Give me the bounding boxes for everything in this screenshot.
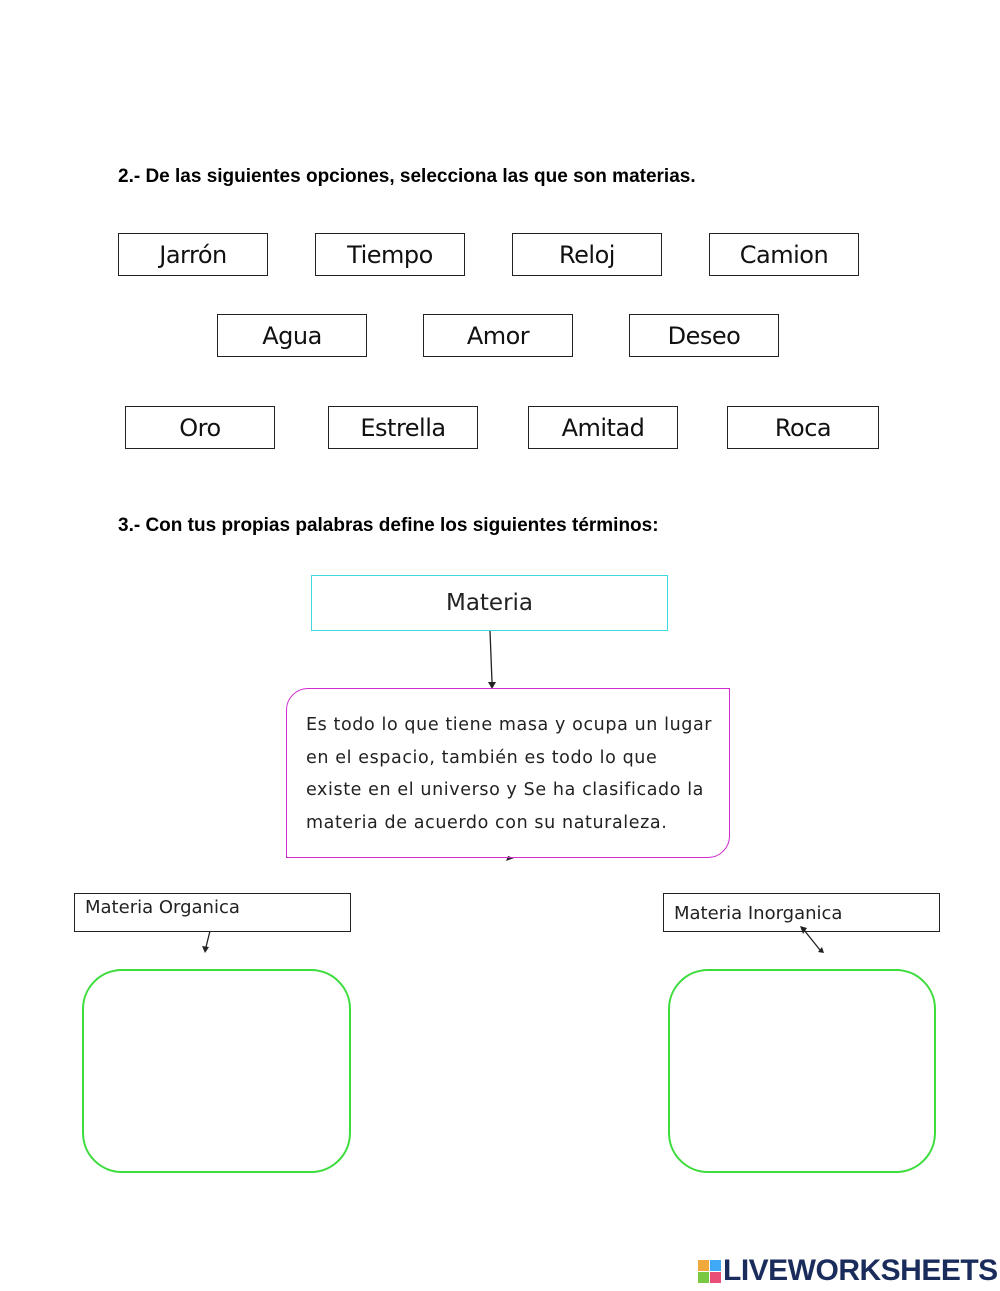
option-amitad[interactable]: Amitad: [528, 406, 678, 449]
option-camion[interactable]: Camion: [709, 233, 859, 276]
option-amor[interactable]: Amor: [423, 314, 573, 357]
label-materia-inorganica: Materia Inorganica: [663, 893, 940, 932]
arrow-head-icon: [818, 947, 824, 953]
right-label-text: Materia Inorganica: [674, 903, 843, 924]
brand-name: LIVEWORKSHEETS: [723, 1254, 998, 1287]
definition-text: Es todo lo que tiene masa y ocupa un lug…: [306, 715, 713, 833]
logo-square: [698, 1259, 709, 1271]
root-concept-box: Materia: [311, 575, 668, 631]
logo-square: [698, 1271, 709, 1283]
answer-box-inorganica[interactable]: [668, 969, 936, 1173]
option-deseo[interactable]: Deseo: [629, 314, 779, 357]
liveworksheets-logo: LIVEWORKSHEETS: [698, 1254, 998, 1288]
option-tiempo[interactable]: Tiempo: [315, 233, 465, 276]
option-estrella[interactable]: Estrella: [328, 406, 478, 449]
option-reloj[interactable]: Reloj: [512, 233, 662, 276]
definition-box: Es todo lo que tiene masa y ocupa un lug…: [286, 688, 730, 858]
question-2-title: 2.- De las siguientes opciones, seleccio…: [118, 166, 696, 187]
arrow-head-icon: [800, 926, 807, 934]
logo-square: [710, 1271, 721, 1283]
answer-box-organica[interactable]: [82, 969, 351, 1173]
question-3-title: 3.- Con tus propias palabras define los …: [118, 515, 659, 536]
left-label-text: Materia Organica: [85, 897, 240, 918]
arrow-root-to-definition: [489, 630, 493, 683]
liveworksheets-logo-icon: [698, 1259, 721, 1283]
option-jarron[interactable]: Jarrón: [118, 233, 268, 276]
arrow-head-icon: [202, 946, 209, 953]
option-roca[interactable]: Roca: [727, 406, 879, 449]
label-materia-organica: Materia Organica: [74, 893, 351, 932]
option-agua[interactable]: Agua: [217, 314, 367, 357]
arrow-left-label: [205, 930, 211, 948]
option-oro[interactable]: Oro: [125, 406, 275, 449]
arrow-head-icon: [488, 682, 496, 689]
arrow-right-label: [803, 929, 821, 951]
root-concept-label: Materia: [445, 590, 534, 616]
logo-square: [710, 1259, 721, 1271]
